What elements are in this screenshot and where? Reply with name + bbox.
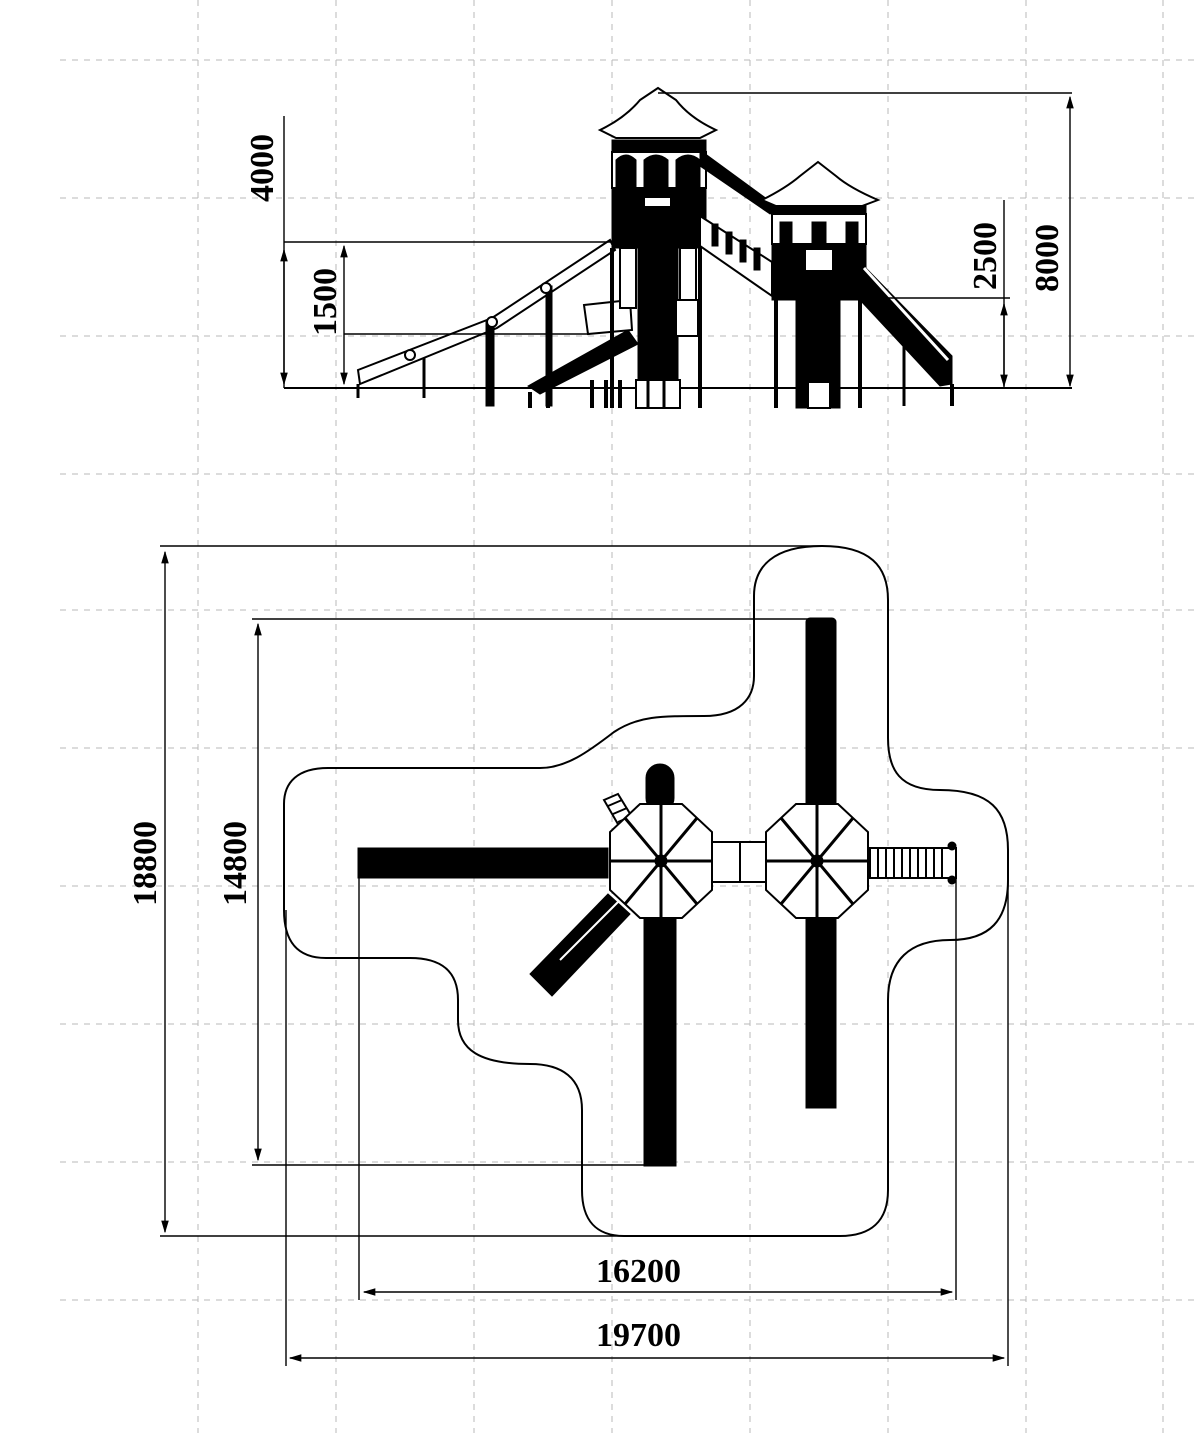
front-slide [527, 298, 639, 408]
plan-stairs-right [869, 841, 957, 885]
elevation-dimensions [280, 92, 1074, 388]
dim-label-8000: 8000 [1029, 224, 1066, 292]
plan-dimensions [160, 545, 1009, 1366]
bridge [699, 149, 784, 298]
large-tower [597, 86, 719, 409]
plan-tower-right [765, 803, 869, 919]
plan-diagonal-slide [529, 893, 631, 997]
safety-zone-outline [283, 544, 1009, 1237]
small-tower [759, 160, 881, 409]
dim-label-19700: 19700 [596, 1317, 681, 1354]
long-slide [356, 238, 617, 407]
plan-slide-lower-right [805, 907, 837, 1109]
dim-label-4000: 4000 [244, 134, 281, 202]
plan-tower-left [609, 803, 713, 919]
right-slide [859, 260, 954, 406]
dim-label-18800: 18800 [127, 821, 164, 906]
dim-label-14800: 14800 [217, 821, 254, 906]
dim-label-2500: 2500 [967, 222, 1004, 290]
dim-label-16200: 16200 [596, 1253, 681, 1290]
plan-bridge [705, 841, 773, 883]
plan-slide-bottom [643, 909, 677, 1167]
dim-label-1500: 1500 [307, 268, 344, 336]
plan-slide-left [357, 847, 609, 879]
elevation-view: 4000 1500 2500 8000 [244, 86, 1074, 409]
plan-view: 18800 14800 16200 19700 [127, 544, 1009, 1366]
